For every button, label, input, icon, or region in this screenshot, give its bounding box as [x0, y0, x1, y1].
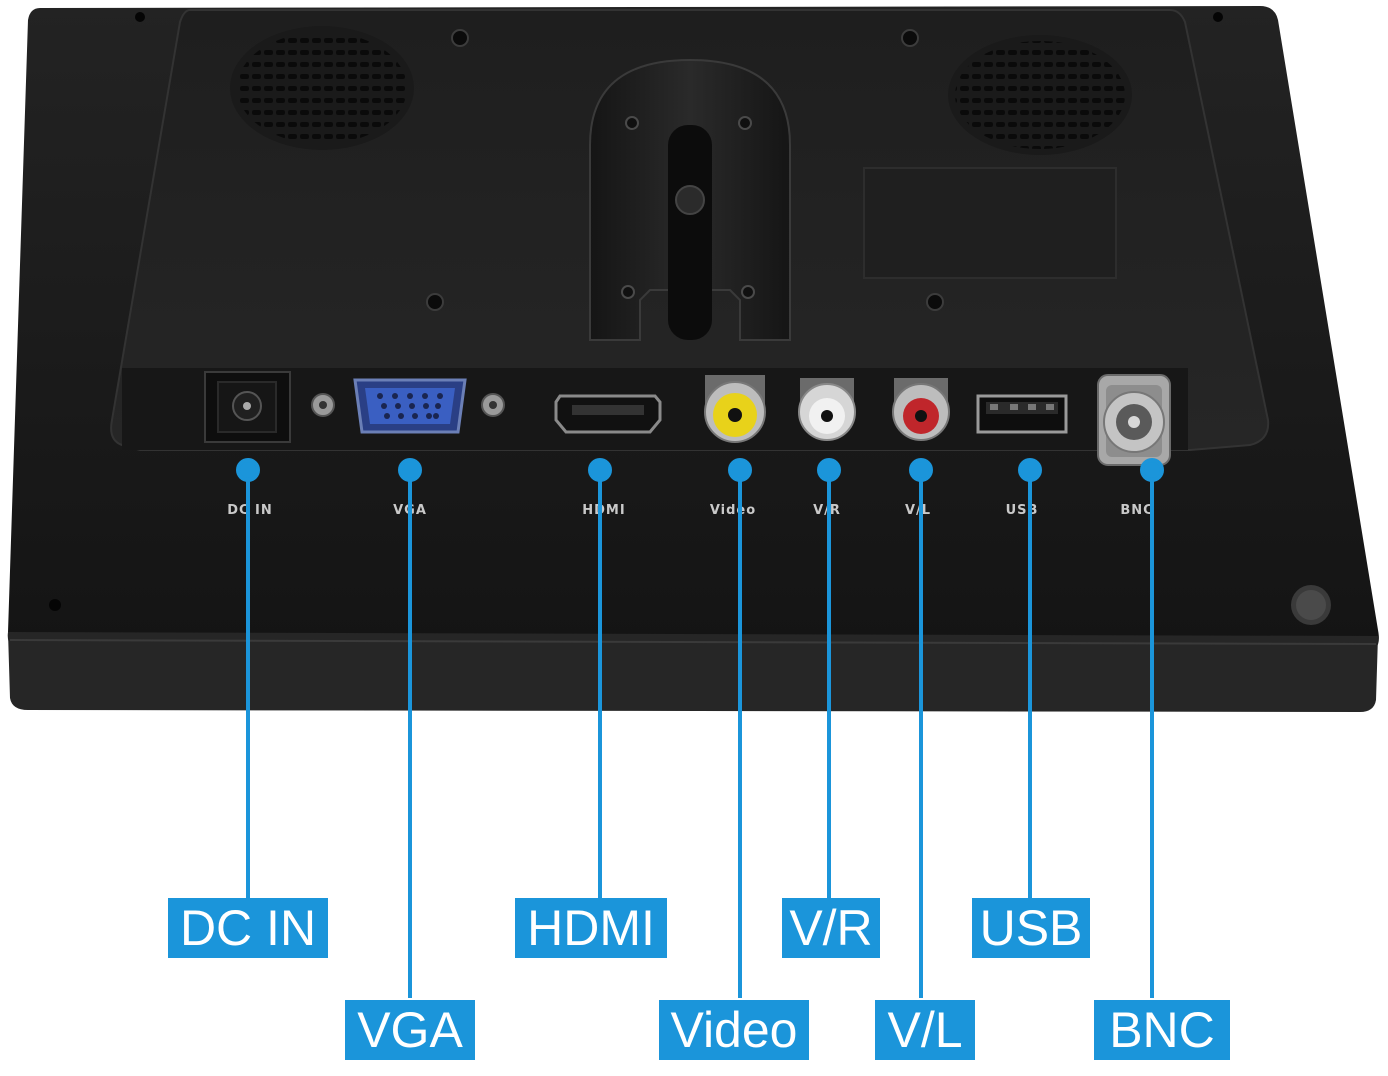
leader-dot-vl	[909, 458, 933, 482]
vl-jack	[892, 378, 950, 441]
callout-vga: VGA	[345, 1000, 475, 1060]
speaker-grille-right	[948, 35, 1132, 155]
usb-port	[976, 394, 1068, 434]
video-jack	[704, 375, 766, 443]
leader-dot-dc-in	[236, 458, 260, 482]
printed-port-labels: DC IN VGA HDMI Video V/R V/L USB BNC	[227, 503, 1153, 518]
callout-vr: V/R	[782, 898, 880, 958]
leader-dot-vr	[817, 458, 841, 482]
callout-leaders	[236, 458, 1164, 998]
callout-usb: USB	[972, 898, 1090, 958]
leader-dot-bnc	[1140, 458, 1164, 482]
hdmi-port	[554, 394, 662, 434]
leader-dot-video	[728, 458, 752, 482]
dc-in-port	[204, 371, 291, 443]
callout-bnc: BNC	[1094, 1000, 1230, 1060]
callout-video: Video	[659, 1000, 809, 1060]
printed-label-video: Video	[710, 503, 756, 518]
vr-jack	[798, 378, 856, 441]
label-recess	[863, 167, 1117, 279]
mount-bracket	[589, 58, 791, 341]
callout-vl: V/L	[875, 1000, 975, 1060]
bnc-connector	[1097, 374, 1171, 466]
leader-dot-vga	[398, 458, 422, 482]
printed-label-bnc: BNC	[1120, 503, 1153, 518]
printed-label-hdmi: HDMI	[582, 503, 625, 518]
printed-label-vl: V/L	[905, 503, 931, 518]
printed-label-vr: V/R	[813, 503, 841, 518]
speaker-grille-left	[230, 26, 414, 150]
leader-dot-hdmi	[588, 458, 612, 482]
callout-hdmi: HDMI	[515, 898, 667, 958]
leader-dot-usb	[1018, 458, 1042, 482]
callout-dc-in: DC IN	[168, 898, 328, 958]
vga-port	[311, 378, 505, 434]
